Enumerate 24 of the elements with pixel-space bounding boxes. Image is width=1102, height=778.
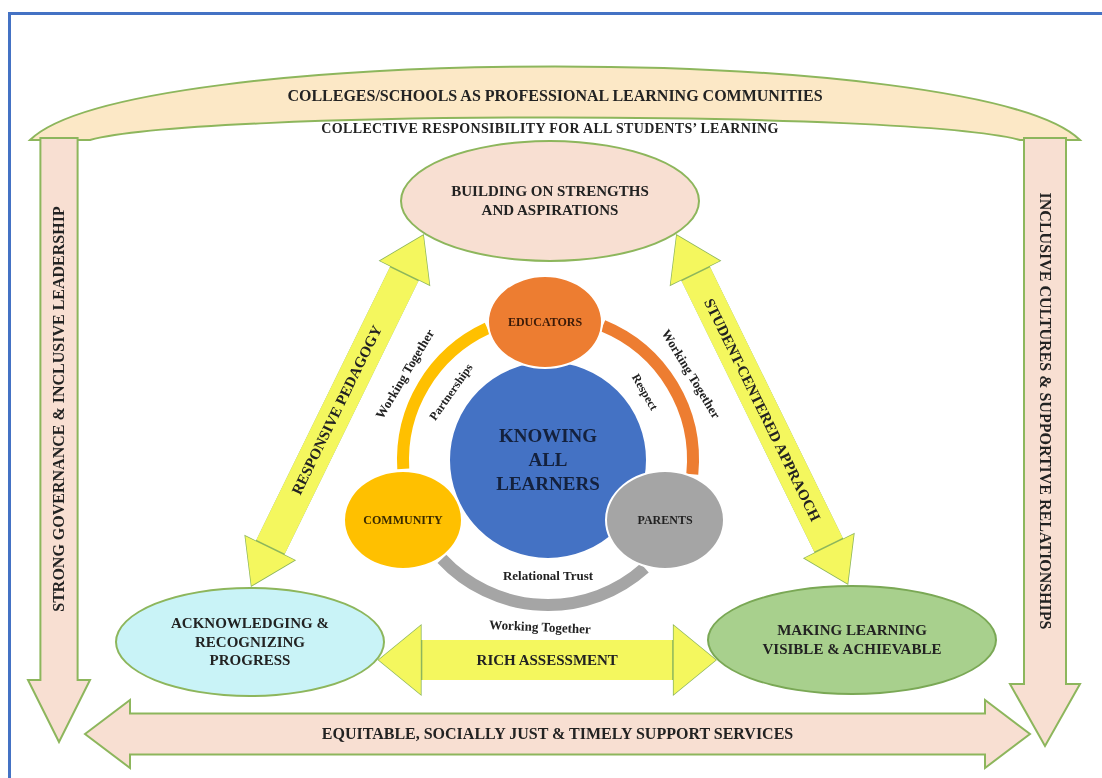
text-label: COLLECTIVE RESPONSIBILITY FOR ALL STUDENTS’ LEARNING	[321, 119, 779, 138]
banner-text: COLLEGES/SCHOOLS AS PROFESSIONAL LEARNING COMMUNITIES	[287, 86, 823, 106]
down-arrow-banner	[28, 138, 90, 742]
block-arrow	[244, 234, 431, 587]
block-arrow	[377, 624, 717, 696]
arc-connector	[397, 323, 491, 469]
node-text: MAKING LEARNING VISIBLE & ACHIEVABLE	[761, 621, 943, 659]
node-text: COMMUNITY	[363, 512, 443, 528]
text-label: Relational Trust	[502, 567, 594, 586]
banner-text: EQUITABLE, SOCIALLY JUST & TIMELY SUPPORT SERVICES	[321, 724, 794, 744]
edge-label: Working Together	[489, 615, 592, 639]
node-text: ACKNOWLEDGING & RECOGNIZING PROGRESS	[170, 613, 330, 671]
block-arrow	[669, 234, 855, 585]
banner-text: STRONG GOVERNANCE & INCLUSIVE LEADERSHIP	[49, 206, 68, 612]
down-arrow-banner	[1010, 138, 1080, 746]
arc-connector	[437, 554, 649, 611]
double-arrow-banner	[85, 700, 1030, 768]
node-text: PARENTS	[637, 512, 693, 528]
edge-label: RICH ASSESSMENT	[476, 650, 618, 670]
banner-text: INCLUSIVE CULTURES & SUPPORTIVE RELATIONSHIPS	[1036, 192, 1055, 630]
node-text: KNOWING ALL LEARNERS	[495, 424, 601, 496]
arc-connector	[600, 320, 699, 475]
node-text: BUILDING ON STRENGTHS AND ASPIRATIONS	[450, 182, 650, 220]
node-text: EDUCATORS	[507, 314, 583, 330]
